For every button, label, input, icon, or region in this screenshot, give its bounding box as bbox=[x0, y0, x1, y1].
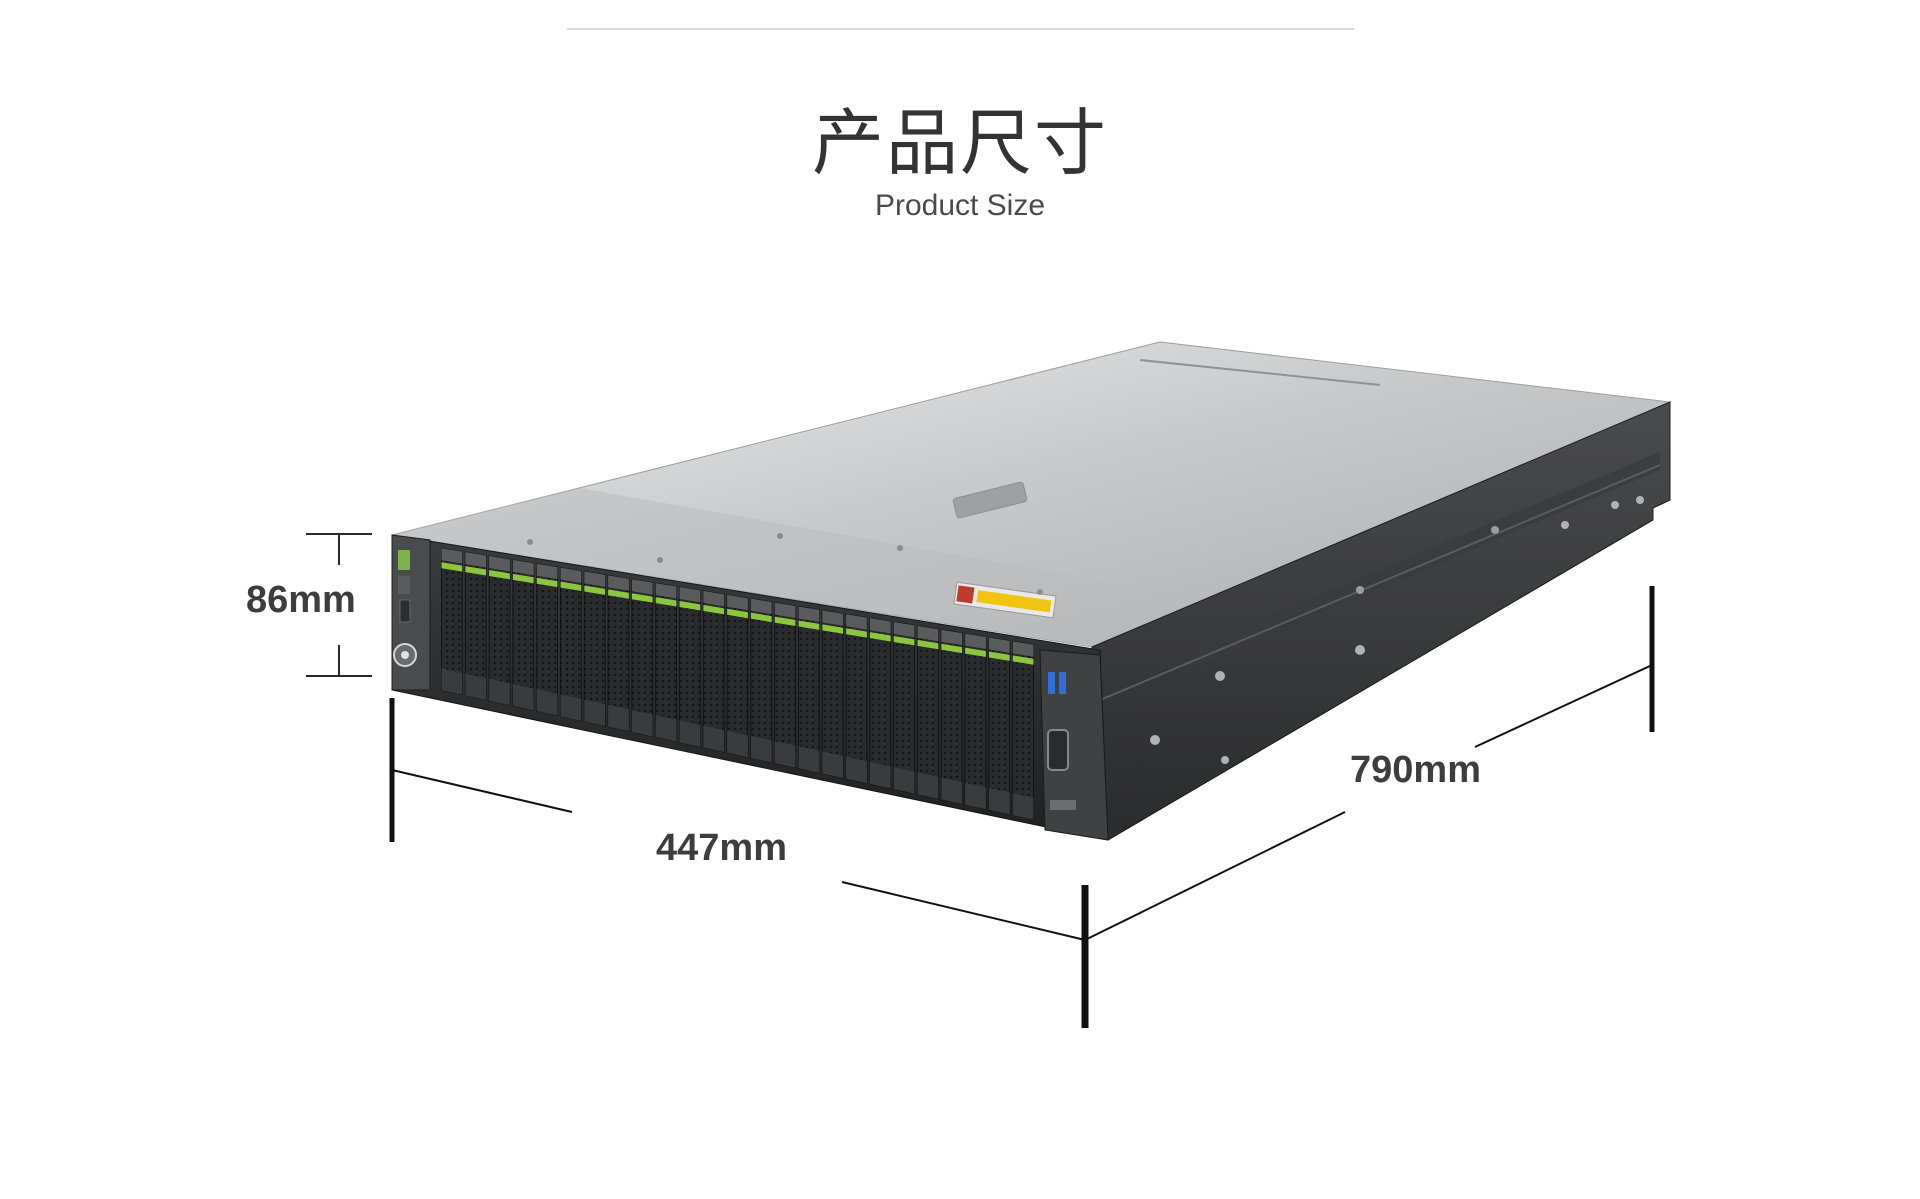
depth-dimension-lines bbox=[1084, 586, 1655, 941]
drive-led bbox=[679, 601, 701, 611]
drive-led bbox=[655, 597, 677, 607]
drive-bay[interactable] bbox=[679, 586, 701, 748]
drive-bay[interactable] bbox=[798, 605, 820, 774]
drive-led bbox=[988, 651, 1010, 661]
drive-led bbox=[512, 573, 534, 584]
drive-bay[interactable] bbox=[583, 570, 606, 727]
drive-led bbox=[750, 612, 772, 623]
drive-led bbox=[441, 562, 463, 572]
drive-bay[interactable] bbox=[655, 582, 677, 743]
width-dimension-lines bbox=[389, 698, 1089, 1028]
drive-bay[interactable] bbox=[988, 636, 1011, 816]
depth-dimension-label: 790mm bbox=[1350, 749, 1481, 791]
drive-bay[interactable] bbox=[750, 598, 773, 764]
drive-bay[interactable] bbox=[845, 613, 868, 784]
usb-port-2[interactable] bbox=[1059, 672, 1066, 694]
drive-bay-group bbox=[441, 547, 1034, 821]
top-divider bbox=[567, 28, 1354, 30]
drive-bay[interactable] bbox=[536, 563, 558, 717]
drive-bay[interactable] bbox=[488, 555, 511, 706]
drive-led bbox=[727, 608, 748, 619]
drive-bay[interactable] bbox=[940, 629, 963, 805]
drive-bay[interactable] bbox=[1012, 640, 1034, 821]
height-dimension-label: 86mm bbox=[246, 579, 356, 621]
drive-led bbox=[703, 604, 725, 615]
power-button-icon[interactable] bbox=[393, 643, 417, 667]
drive-led bbox=[1012, 655, 1034, 665]
drive-bay[interactable] bbox=[512, 559, 535, 712]
drive-led bbox=[798, 620, 820, 630]
drive-bay[interactable] bbox=[560, 567, 582, 722]
drive-bay[interactable] bbox=[917, 625, 939, 800]
warning-label bbox=[953, 581, 1057, 619]
drive-bay[interactable] bbox=[893, 621, 915, 795]
drive-bay[interactable] bbox=[702, 590, 725, 753]
drive-bay[interactable] bbox=[441, 547, 463, 696]
drive-led bbox=[560, 581, 582, 592]
drive-led bbox=[774, 616, 796, 626]
drive-led bbox=[536, 577, 558, 588]
left-rack-ear bbox=[391, 534, 431, 691]
drive-bay[interactable] bbox=[464, 551, 487, 701]
drive-bay[interactable] bbox=[821, 609, 844, 779]
drive-led bbox=[941, 643, 963, 654]
drive-led bbox=[608, 589, 629, 599]
rack-latch[interactable] bbox=[1047, 729, 1069, 771]
page-title: 产品尺寸 bbox=[811, 101, 1108, 185]
drive-bay[interactable] bbox=[869, 617, 892, 790]
drive-led bbox=[917, 639, 939, 650]
drive-led bbox=[822, 624, 844, 634]
drive-led bbox=[965, 647, 986, 657]
drive-bay[interactable] bbox=[631, 578, 654, 738]
width-dimension-label: 447mm bbox=[656, 827, 787, 869]
drive-led bbox=[465, 566, 487, 576]
right-rack-ear bbox=[1039, 649, 1109, 841]
drive-led bbox=[489, 570, 510, 580]
drive-bay[interactable] bbox=[607, 574, 630, 732]
height-dimension-lines bbox=[306, 533, 372, 677]
drive-bay[interactable] bbox=[964, 633, 987, 810]
drive-led bbox=[869, 632, 891, 642]
drive-led bbox=[893, 635, 915, 646]
usb-port-1[interactable] bbox=[1048, 672, 1055, 694]
drive-led bbox=[631, 593, 653, 603]
drive-bay[interactable] bbox=[726, 594, 749, 758]
drive-led bbox=[584, 585, 606, 595]
brand-plate bbox=[952, 481, 1028, 519]
drive-led bbox=[846, 628, 867, 638]
page-subtitle: Product Size bbox=[874, 189, 1046, 222]
drive-bay[interactable] bbox=[774, 601, 796, 769]
